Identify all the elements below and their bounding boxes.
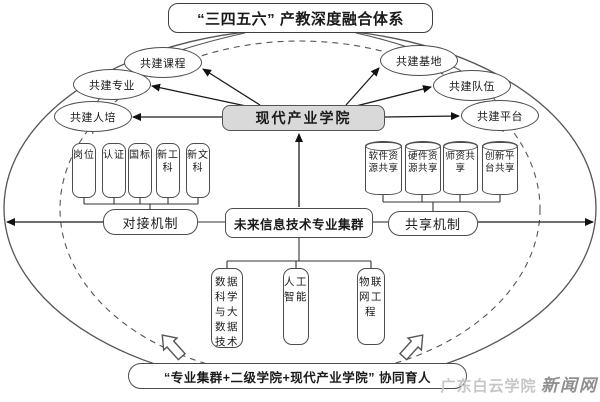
pillar-label: 新文科: [187, 150, 209, 174]
mechanism-label: 共享机制: [404, 217, 461, 232]
standard-pillar-new-engineering: 新工科: [156, 143, 180, 198]
title-text: “三四五六” 产教深度融合体系: [197, 10, 404, 28]
hub-modern-industry-college: 现代产业学院: [222, 105, 385, 131]
cylinder-label: 师资共享: [445, 151, 476, 174]
pillar-label: 岗位: [73, 150, 95, 161]
pillar-label: 新工科: [157, 150, 179, 174]
oval-label: 共建课程: [140, 57, 186, 70]
cluster-label: 未来信息技术专业集群: [233, 217, 364, 232]
mechanism-sharing: 共享机制: [388, 211, 478, 236]
block-arrow-up-left: [161, 334, 187, 361]
oval-label: 共建人培: [70, 111, 116, 124]
mechanism-docking: 对接机制: [103, 209, 198, 235]
cluster-future-it: 未来信息技术专业集群: [225, 208, 373, 238]
oval-co-build-platforms: 共建平台: [461, 100, 539, 131]
standard-pillar-national-standard: 国标: [128, 143, 152, 198]
mechanism-label: 对接机制: [122, 215, 179, 231]
cylinder-label: 软件资源共享: [368, 151, 399, 174]
major-iot-engineering: 物联网工程: [357, 268, 385, 345]
standard-pillar-certification: 认证: [102, 143, 126, 198]
oval-co-build-bases: 共建基地: [380, 45, 458, 76]
oval-label: 共建基地: [396, 55, 442, 68]
major-label: 人工智能: [284, 276, 308, 303]
oval-co-build-majors: 共建专业: [73, 69, 151, 100]
oval-co-build-talent: 共建人培: [54, 101, 132, 132]
major-label: 物联网工程: [359, 276, 383, 318]
cylinder-label: 创新平台共享: [484, 151, 515, 174]
major-artificial-intelligence: 人工智能: [283, 268, 309, 345]
title-box: “三四五六” 产教深度融合体系: [168, 3, 433, 33]
collaborative-education-banner: “专业集群+二级学院+现代产业学院” 协同育人: [128, 363, 467, 389]
major-label: 数据科学与大数据技术: [215, 276, 239, 348]
banner-text: “专业集群+二级学院+现代产业学院” 协同育人: [163, 370, 432, 385]
major-data-science-big-data: 数据科学与大数据技术: [211, 268, 243, 348]
oval-label: 共建队伍: [449, 80, 495, 93]
block-arrow-up-right: [398, 334, 424, 361]
connector-lines: [6, 67, 594, 226]
pillar-label: 国标: [129, 150, 151, 161]
resource-cylinder-software: 软件资源共享: [365, 141, 402, 195]
hub-label: 现代产业学院: [255, 110, 352, 126]
cylinder-label: 硬件资源共享: [407, 151, 438, 174]
oval-label: 共建专业: [89, 79, 135, 92]
oval-co-build-teams: 共建队伍: [433, 70, 511, 101]
pillar-label: 认证: [103, 150, 125, 161]
standard-pillar-post: 岗位: [72, 143, 96, 198]
block-arrows: [161, 334, 424, 361]
resource-cylinder-teachers: 师资共享: [443, 141, 478, 195]
resource-cylinder-hardware: 硬件资源共享: [405, 141, 441, 195]
resource-cylinder-innovation-platform: 创新平台共享: [482, 141, 518, 195]
oval-label: 共建平台: [477, 110, 523, 123]
bus-lines: [83, 194, 501, 268]
standard-pillar-new-liberal-arts: 新文科: [186, 143, 210, 198]
